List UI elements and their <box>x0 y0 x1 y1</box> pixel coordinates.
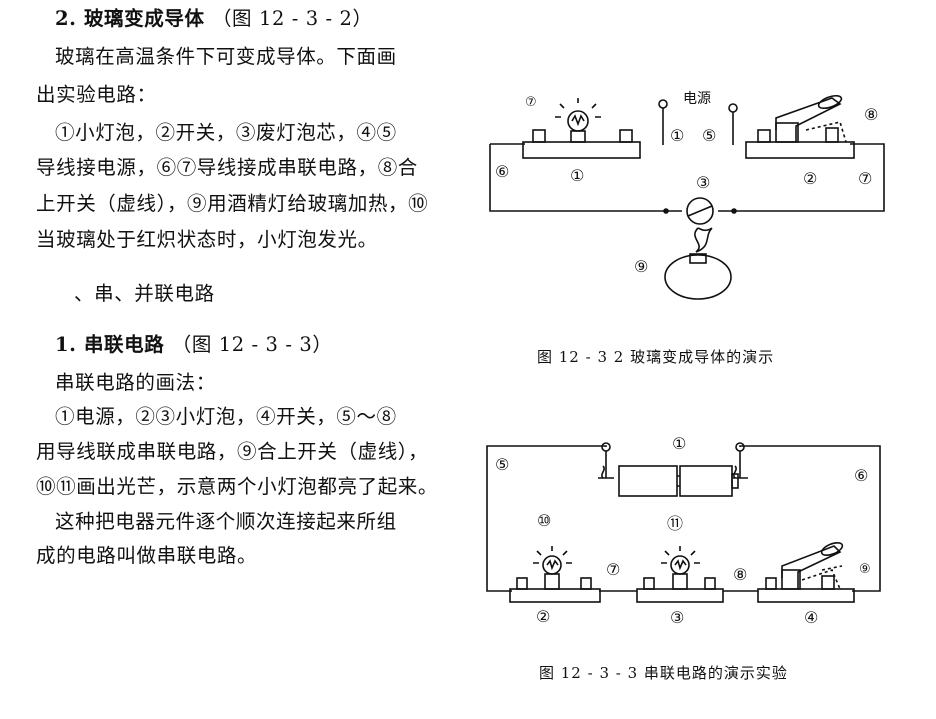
fig1-marker-3: ③ <box>696 173 710 192</box>
fig2-marker-6: ⑥ <box>854 466 868 485</box>
fig1-marker-6: ⑥ <box>495 162 509 181</box>
fig1-marker-9: ⑨ <box>634 257 648 276</box>
fig2-terminal-2a <box>643 577 655 590</box>
fig2-bulb-2-icon <box>661 546 700 590</box>
section-1-line-1: 串联电路的画法： <box>55 371 216 394</box>
fig1-marker-1-mid: ① <box>670 126 684 145</box>
fig2-bulb-1-icon <box>533 546 572 590</box>
section-2-figure-ref: （图 12 - 3 - 2） <box>211 7 373 30</box>
fig2-terminal-3a <box>765 577 777 590</box>
fig2-marker-8: ⑧ <box>733 565 747 584</box>
fig2-board-2 <box>636 588 724 603</box>
section-2-line-2: 出实验电路： <box>36 83 157 106</box>
fig2-wire-right <box>739 445 881 592</box>
section-2-heading: 2. 玻璃变成导体 （图 12 - 3 - 2） <box>55 7 373 31</box>
section-2-title: 玻璃变成导体 <box>83 7 205 30</box>
section-2-line-5: 上开关（虚线），⑨用酒精灯给玻璃加热，⑩ <box>36 192 429 215</box>
fig2-terminal-1b <box>580 577 592 590</box>
section-1-heading: 1. 串联电路 （图 12 - 3 - 3） <box>55 333 332 357</box>
fig1-terminal-b <box>619 129 633 143</box>
fig1-terminal-a <box>532 129 546 143</box>
section-1-line-6: 成的电路叫做串联电路。 <box>36 544 258 567</box>
section-2-line-6: 当玻璃处于红炽状态时，小灯泡发光。 <box>36 228 378 251</box>
fig1-bulb-icon <box>555 98 601 143</box>
fig1-marker-5: ⑤ <box>702 126 716 145</box>
section-2-number: 2. <box>55 7 77 30</box>
fig2-marker-3: ③ <box>670 608 684 627</box>
chapter-heading: 、串、并联电路 <box>74 282 215 305</box>
fig2-terminal-1a <box>516 577 528 590</box>
fig1-marker-1-bulb: ① <box>570 166 584 185</box>
fig2-marker-9: ⑨ <box>859 562 871 577</box>
section-1-line-2: ①电源，②③小灯泡，④开关，⑤～⑧ <box>55 405 397 428</box>
fig1-board-right <box>745 141 855 159</box>
section-1-number: 1. <box>55 333 77 356</box>
section-1-line-3: 用导线联成串联电路，⑨合上开关（虚线）， <box>36 440 429 463</box>
section-2-line-3: ①小灯泡，②开关，③废灯泡芯，④⑤ <box>55 121 397 144</box>
fig2-wire-left <box>486 445 607 592</box>
fig1-lamp-core-icon <box>663 197 737 225</box>
section-2-line-4: 导线接电源，⑥⑦导线接成串联电路，⑧合 <box>36 156 418 179</box>
fig1-terminal-c <box>757 129 771 143</box>
fig2-board-1 <box>509 588 601 603</box>
fig1-switch-icon <box>775 94 847 143</box>
fig2-terminal-2b <box>704 577 716 590</box>
text-column: 2. 玻璃变成导体 （图 12 - 3 - 2） 玻璃在高温条件下可变成导体。下… <box>36 7 439 567</box>
fig2-marker-10: ⑩ <box>537 511 551 530</box>
fig2-marker-2: ② <box>536 607 550 626</box>
fig1-source-label: 电源 <box>683 91 711 107</box>
section-1-title: 串联电路 <box>83 333 165 356</box>
fig1-marker-2: ② <box>803 169 817 188</box>
section-1-figure-ref: （图 12 - 3 - 3） <box>171 333 333 356</box>
fig2-board-3 <box>757 588 855 603</box>
section-1-line-4: ⑩⑪画出光芒，示意两个小灯泡都亮了起来。 <box>36 475 439 498</box>
figure-12-3-2-caption: 图 12 - 3 2 玻璃变成导体的演示 <box>537 348 775 366</box>
fig2-switch-icon <box>781 541 844 590</box>
fig2-marker-5: ⑤ <box>495 455 509 474</box>
section-2-line-1: 玻璃在高温条件下可变成导体。下面画 <box>55 45 397 68</box>
fig2-marker-11: ⑪ <box>667 514 683 533</box>
fig1-rod-left-tip <box>658 99 668 109</box>
fig1-marker-7: ⑦ <box>858 169 872 188</box>
fig1-marker-7-top: ⑦ <box>525 95 537 110</box>
section-1-line-5: 这种把电器元件逐个顺次连接起来所组 <box>55 510 397 533</box>
fig2-battery-icon <box>598 442 748 497</box>
figure-12-3-3-caption: 图 12 - 3 - 3 串联电路的演示实验 <box>539 664 788 682</box>
fig1-marker-8: ⑧ <box>864 105 878 124</box>
fig2-marker-4: ④ <box>804 608 818 627</box>
fig1-rod-right-tip <box>728 103 738 113</box>
fig2-marker-1: ① <box>672 434 686 453</box>
fig2-marker-7: ⑦ <box>606 560 620 579</box>
fig1-alcohol-lamp-icon <box>664 227 732 300</box>
fig1-wire-loop <box>489 143 885 212</box>
